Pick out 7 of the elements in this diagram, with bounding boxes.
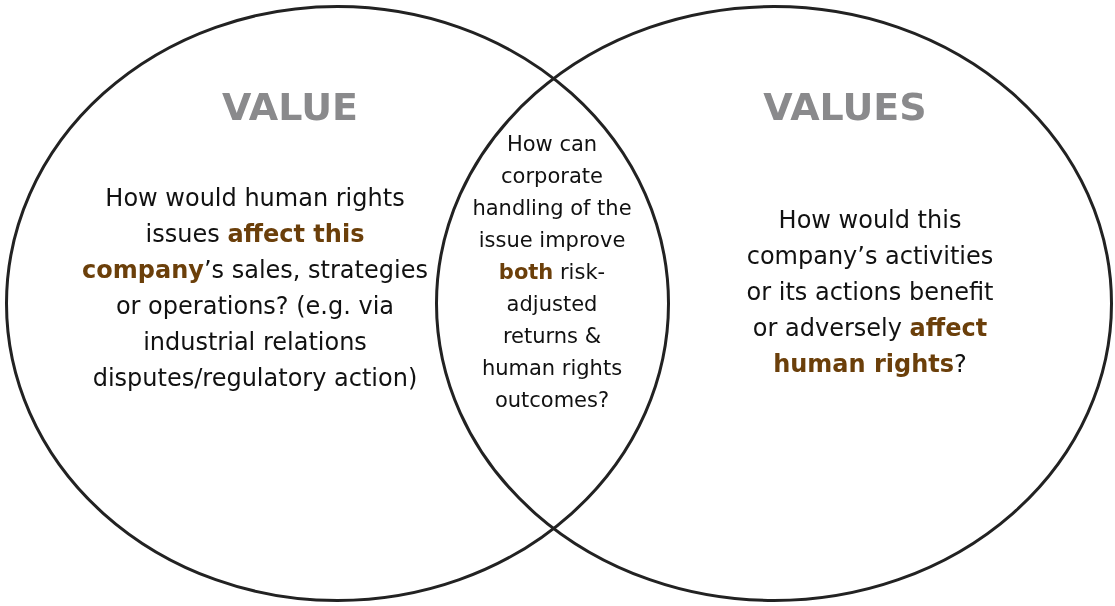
question-text: How can corporate handling of the issue improve both risk-adjusted returns & human rights outcomes?: [471, 131, 633, 414]
venn-circle: [435, 5, 1113, 602]
circle-heading: VALUE: [221, 85, 359, 129]
question-text: How would human rights issues affect this company’s sales, strategies or operations? (e.g. via industrial relations disputes/regulatory action): [81, 183, 429, 394]
venn-circle: [5, 5, 670, 602]
question-text: How would this company’s activities or its actions benefit or adversely affect human rights?: [745, 205, 995, 380]
circle-heading: VALUES: [762, 85, 928, 129]
